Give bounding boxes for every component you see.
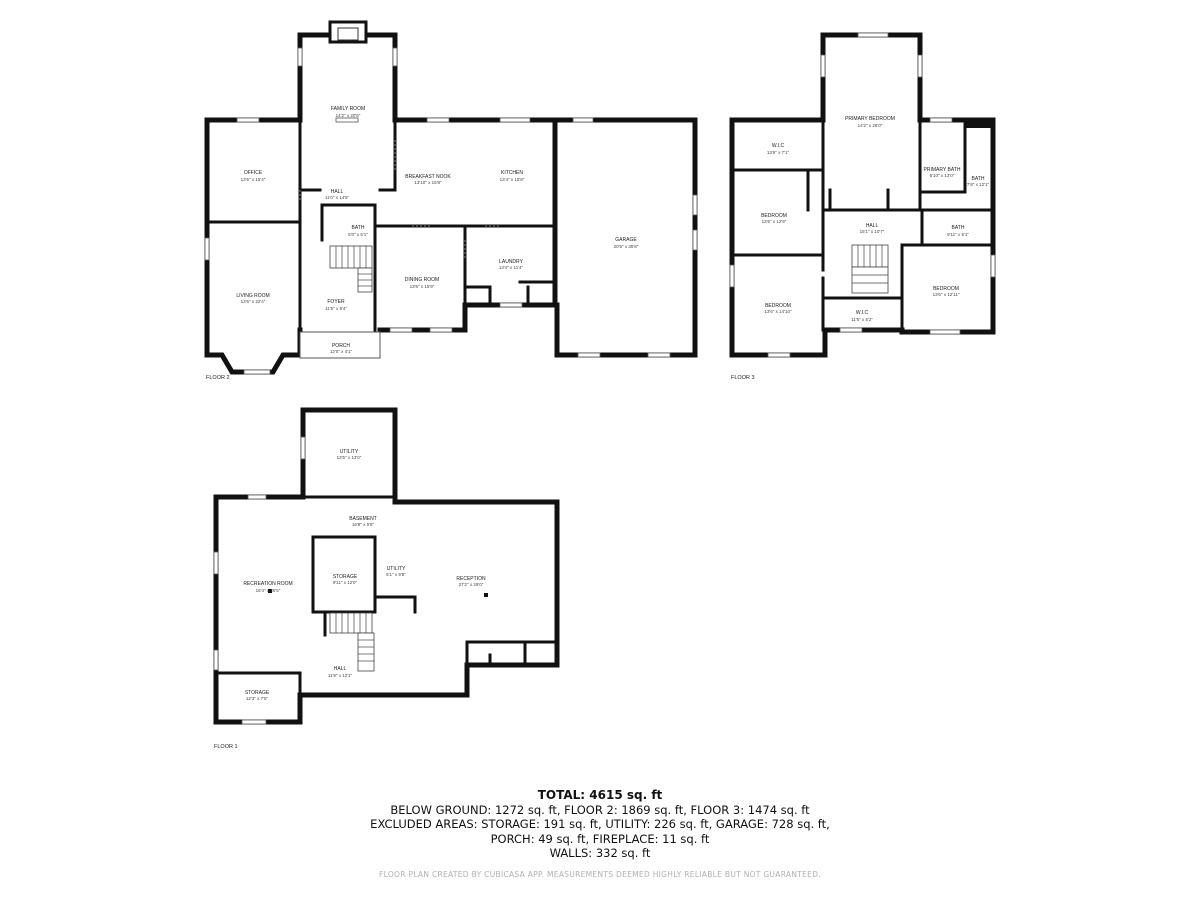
- hall-1-dims: 11'9" x 12'1": [328, 673, 353, 678]
- primary-bath-label: PRIMARY BATH: [924, 167, 961, 173]
- foyer-label: FOYER: [327, 299, 345, 305]
- utility-top-dims: 13'5" x 13'0": [337, 455, 362, 460]
- summary-line-4: WALLS: 332 sq. ft: [549, 846, 651, 860]
- storage-mid-label: STORAGE: [333, 574, 358, 580]
- floor-2-title: FLOOR 2: [206, 375, 230, 381]
- office-label: OFFICE: [244, 170, 263, 176]
- storage-bottom-dims: 12'3" x 7'5": [246, 696, 269, 701]
- garage-label: GARAGE: [615, 237, 637, 243]
- breakfast-nook-dims: 13'10" x 15'8": [414, 180, 442, 185]
- bath-mid-dims: 9'11" x 5'1": [947, 232, 969, 237]
- wic-top-label: W.I.C: [772, 143, 785, 149]
- family-room-dims: 14'2" x 20'6": [336, 113, 361, 118]
- breakfast-nook-label: BREAKFAST NOOK: [405, 174, 451, 180]
- bedroom-right-dims: 13'6" x 12'11": [933, 292, 960, 297]
- floor-1-title: FLOOR 1: [214, 744, 238, 750]
- bath-mid-label: BATH: [952, 225, 965, 231]
- floor-2-stairs: [329, 245, 373, 293]
- bedroom-right-label: BEDROOM: [933, 286, 959, 292]
- floor-3-title: FLOOR 3: [731, 375, 755, 381]
- family-room-label: FAMILY ROOM: [331, 106, 365, 112]
- bedroom-bottom-left-label: BEDROOM: [765, 303, 791, 309]
- summary-line-1: BELOW GROUND: 1272 sq. ft, FLOOR 2: 1869…: [390, 802, 810, 817]
- recreation-room-dims: 16'4" x 26'5": [256, 588, 281, 593]
- laundry-dims: 13'4" x 11'4": [499, 265, 524, 270]
- kitchen-dims: 13'4" x 15'8": [500, 177, 525, 182]
- area-summary: TOTAL: 4615 sq. ft BELOW GROUND: 1272 sq…: [0, 788, 1200, 861]
- primary-bath-dims: 6'10" x 13'0": [930, 173, 955, 178]
- dining-room-dims: 13'6" x 15'9": [410, 284, 435, 289]
- reception-dims: 27'2" x 29'0": [459, 582, 484, 587]
- kitchen-label: KITCHEN: [501, 170, 523, 176]
- storage-bottom-label: STORAGE: [245, 690, 270, 696]
- floor-3-stairs: [851, 244, 889, 294]
- total-area: TOTAL: 4615 sq. ft: [537, 788, 663, 802]
- bath-right-label: BATH: [972, 176, 985, 182]
- bath-right-dims: 7'8" x 12'1": [967, 182, 990, 187]
- utility-top-label: UTILITY: [340, 449, 359, 455]
- floor-1-plan: UTILITY 13'5" x 13'0" BASEMENT 16'8" x 5…: [213, 407, 560, 750]
- bedroom-bottom-left-dims: 13'6" x 14'10": [764, 309, 792, 314]
- floor-1-stairs: [329, 612, 375, 672]
- reception-label: RECEPTION: [456, 576, 486, 582]
- floor-3-plan: PRIMARY BEDROOM 14'2" x 26'0" W.I.C 13'6…: [729, 32, 996, 381]
- disclaimer-text: FLOOR PLAN CREATED BY CUBICASA APP. MEAS…: [379, 870, 821, 879]
- basement-label: BASEMENT: [349, 516, 377, 522]
- hall-3-label: HALL: [866, 223, 879, 229]
- utility-small-label: UTILITY: [387, 566, 406, 572]
- bath-dims: 5'0" x 5'1": [348, 232, 368, 237]
- bedroom-left-dims: 13'6" x 12'9": [762, 219, 787, 224]
- living-room-dims: 13'6" x 22'4": [241, 299, 266, 304]
- summary-line-3: PORCH: 49 sq. ft, FIREPLACE: 11 sq. ft: [490, 831, 710, 846]
- wic-top-dims: 13'6" x 7'1": [767, 150, 790, 155]
- primary-bedroom-label: PRIMARY BEDROOM: [845, 116, 895, 122]
- recreation-room-label: RECREATION ROOM: [243, 581, 292, 587]
- hall-1-label: HALL: [334, 666, 347, 672]
- bath-label: BATH: [352, 225, 365, 231]
- office-dims: 13'6" x 15'4": [241, 177, 266, 182]
- floor-2-plan: FAMILY ROOM 14'2" x 20'6" OFFICE 13'6" x…: [204, 20, 698, 381]
- bedroom-left-label: BEDROOM: [761, 213, 787, 219]
- dining-room-label: DINING ROOM: [405, 277, 439, 283]
- summary-line-2: EXCLUDED AREAS: STORAGE: 191 sq. ft, UTI…: [370, 817, 830, 831]
- storage-mid-dims: 9'11" x 12'0": [333, 580, 358, 585]
- laundry-label: LAUNDRY: [499, 259, 523, 265]
- porch-label: PORCH: [332, 343, 350, 349]
- basement-dims: 16'8" x 5'8": [352, 522, 375, 527]
- garage-dims: 20'5" x 35'8": [614, 244, 639, 249]
- porch-dims: 12'0" x 4'1": [330, 349, 353, 354]
- wic-bottom-label: W.I.C: [856, 310, 869, 316]
- primary-bedroom-dims: 14'2" x 26'0": [858, 123, 883, 128]
- wic-bottom-dims: 11'5" x 5'2": [851, 317, 873, 322]
- hall-label: HALL: [331, 189, 344, 195]
- living-room-label: LIVING ROOM: [236, 293, 269, 299]
- hall-dims: 11'0" x 14'6": [325, 195, 350, 200]
- utility-small-dims: 6'1" x 9'8": [386, 572, 406, 577]
- hall-3-dims: 15'1" x 10'7": [860, 229, 885, 234]
- foyer-dims: 11'5" x 9'4": [325, 306, 347, 311]
